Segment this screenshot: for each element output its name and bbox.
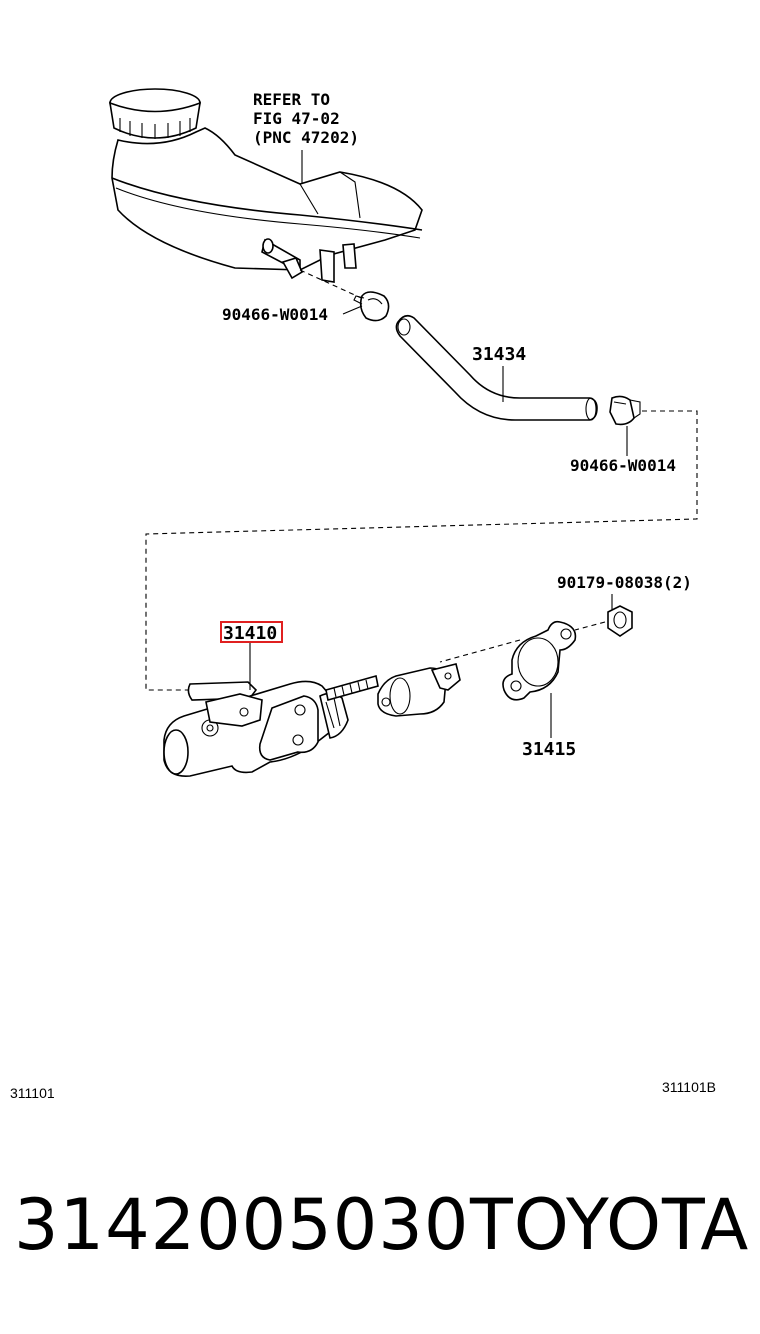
footer-brand: TOYOTA	[470, 1184, 750, 1266]
refer-note-line-3: (PNC 47202)	[253, 128, 359, 147]
reservoir-hose	[395, 314, 598, 421]
clutch-master-cylinder	[163, 663, 461, 777]
refer-note-line-2: FIG 47-02	[253, 109, 340, 128]
label-gasket: 31415	[522, 739, 576, 760]
label-clamp-upper: 90466-W0014	[222, 305, 328, 324]
gasket	[502, 620, 577, 701]
label-nut: 90179-08038(2)	[557, 573, 692, 592]
label-highlight-box	[220, 621, 283, 643]
hose-clamp-upper	[353, 291, 390, 322]
reservoir-tank	[108, 88, 423, 283]
hose-clamp-right	[609, 395, 641, 426]
ref-code-left: 311101	[10, 1085, 55, 1101]
label-hose: 31434	[472, 344, 526, 365]
refer-note-line-1: REFER TO	[253, 90, 330, 109]
ref-code-right: 311101B	[662, 1079, 716, 1095]
label-clamp-right: 90466-W0014	[570, 456, 676, 475]
label-master-cylinder[interactable]: 31410	[223, 623, 277, 644]
footer-part-number: 3142005030	[14, 1184, 470, 1266]
nut	[607, 605, 633, 637]
